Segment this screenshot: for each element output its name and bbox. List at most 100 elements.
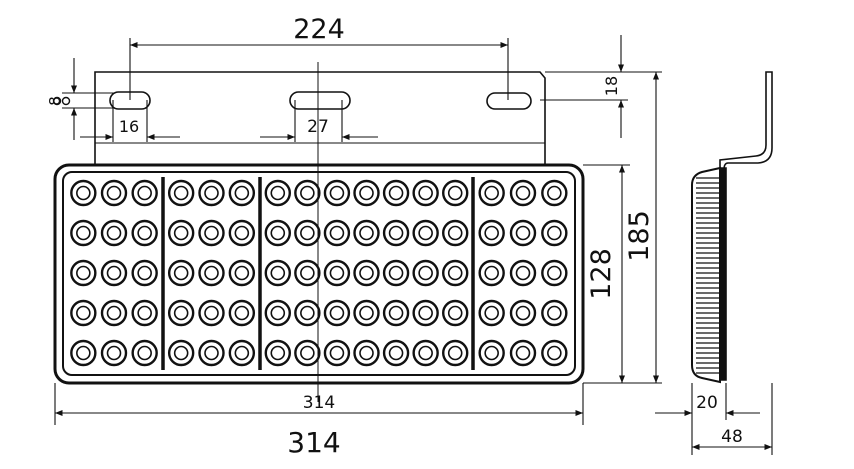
led-lens-inner — [234, 345, 250, 361]
led-lens-inner — [234, 225, 250, 241]
led-lens — [167, 339, 195, 367]
led-lens-inner — [137, 305, 152, 321]
led-lens-inner — [388, 305, 404, 321]
led-lens — [323, 179, 351, 207]
led-lens — [412, 179, 439, 207]
led-lens-inner — [137, 345, 152, 361]
led-lens-inner — [447, 185, 463, 201]
led-lens-inner — [300, 185, 315, 201]
dim-label-314: 314 — [287, 426, 340, 459]
led-lens — [541, 179, 568, 207]
led-lens — [412, 339, 439, 367]
led-lens — [294, 299, 321, 327]
led-lens — [228, 259, 256, 287]
dim-label-8: 8 — [46, 96, 64, 106]
led-lens-inner — [447, 225, 463, 241]
dim-label-48: 48 — [721, 427, 743, 447]
led-lens-inner — [388, 265, 404, 281]
led-lens-inner — [270, 225, 286, 241]
led-lens — [70, 259, 97, 287]
led-lens-inner — [329, 345, 345, 361]
led-lens-inner — [547, 305, 562, 321]
led-lens-inner — [547, 185, 562, 201]
led-lens-inner — [329, 305, 345, 321]
led-lens-inner — [300, 345, 315, 361]
led-lens — [509, 259, 537, 287]
led-lens — [442, 259, 469, 287]
led-lens — [198, 299, 225, 327]
led-lens-inner — [300, 265, 315, 281]
led-lens-inner — [484, 305, 499, 321]
led-lens — [353, 259, 380, 287]
led-lens — [264, 179, 291, 207]
dimension-labels: 224 18 8 16 27 128 185 314 314 20 48 — [46, 14, 743, 459]
led-lens-inner — [204, 185, 219, 201]
led-lens-inner — [484, 345, 499, 361]
led-lens-inner — [270, 305, 286, 321]
led-lens — [323, 299, 351, 327]
led-lens — [131, 219, 158, 247]
led-lens — [228, 179, 256, 207]
led-lens — [100, 259, 128, 287]
led-lens-inner — [173, 265, 189, 281]
led-lens-inner — [204, 225, 219, 241]
lamp-body-inner — [62, 171, 576, 376]
led-lens-inner — [515, 225, 531, 241]
led-lens — [228, 219, 256, 247]
led-lens — [264, 259, 291, 287]
dim-label-16: 16 — [119, 117, 139, 136]
led-lens — [478, 179, 505, 207]
dim-label-224: 224 — [293, 14, 345, 45]
led-lens — [382, 179, 410, 207]
led-lens — [228, 299, 256, 327]
side-lens-ribs — [696, 177, 720, 374]
led-lens — [382, 259, 410, 287]
led-lens-inner — [447, 265, 463, 281]
led-lens — [442, 299, 469, 327]
led-lens — [198, 179, 225, 207]
led-lens-inner — [547, 345, 562, 361]
led-lens-inner — [106, 225, 122, 241]
led-lens — [100, 219, 128, 247]
led-lens — [100, 299, 128, 327]
led-lens-inner — [515, 185, 531, 201]
led-lens — [382, 219, 410, 247]
led-lens-inner — [547, 225, 562, 241]
led-lens — [198, 339, 225, 367]
led-lens — [382, 339, 410, 367]
led-lens — [131, 339, 158, 367]
lamp-body-outer — [53, 163, 585, 385]
led-lens-inner — [447, 305, 463, 321]
led-lens — [70, 219, 97, 247]
led-lens — [541, 259, 568, 287]
led-lens-inner — [76, 305, 91, 321]
led-lens-inner — [388, 185, 404, 201]
led-lens-inner — [106, 185, 122, 201]
led-lens — [478, 299, 505, 327]
led-lens-inner — [270, 185, 286, 201]
led-lens-inner — [234, 305, 250, 321]
mounting-slot-right — [486, 92, 532, 110]
led-lens-inner — [359, 265, 374, 281]
led-lens-inner — [234, 265, 250, 281]
led-lens-inner — [418, 185, 433, 201]
led-lens — [323, 339, 351, 367]
led-lens — [541, 219, 568, 247]
led-lens-inner — [173, 305, 189, 321]
led-lens — [131, 299, 158, 327]
hole-symbol — [52, 96, 71, 106]
led-lens — [294, 219, 321, 247]
led-lens — [382, 299, 410, 327]
led-lens-inner — [515, 305, 531, 321]
led-lens — [509, 339, 537, 367]
led-lens-inner — [329, 265, 345, 281]
led-lens-inner — [359, 345, 374, 361]
dim-label-18: 18 — [602, 76, 621, 96]
led-lens — [353, 179, 380, 207]
led-lens — [167, 299, 195, 327]
led-lens — [442, 339, 469, 367]
led-lens — [323, 219, 351, 247]
led-lens — [198, 219, 225, 247]
led-lens-inner — [418, 345, 433, 361]
led-lens — [323, 259, 351, 287]
